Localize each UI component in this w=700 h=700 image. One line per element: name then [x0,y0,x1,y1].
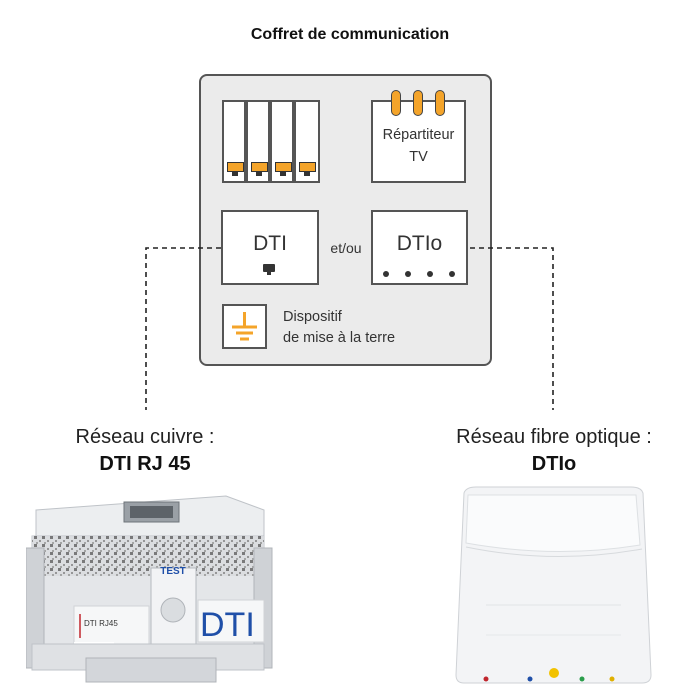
repartiteur-label: Répartiteur TV [371,124,466,168]
coax-connector-icon [435,90,445,116]
rj45-port-icon [275,162,292,176]
yellow-led-icon [609,676,615,682]
model-label: DTI RJ45 [84,619,118,628]
rj45-slot [294,100,320,183]
dti-rj45-product-image: TEST DTI RJ45 legrand DTI [26,495,273,683]
fiber-port-icon [405,271,411,277]
fiber-port-icon [427,271,433,277]
rj45-port-icon [251,162,268,176]
test-label: TEST [160,566,186,577]
dtio-box [371,210,468,285]
dti-big-label: DTI [200,606,255,644]
blue-led-icon [527,676,533,682]
repartiteur-label-line2: TV [409,149,428,165]
fiber-network-title: Réseau fibre optique : [456,426,652,448]
copper-product-name: DTI RJ 45 [99,453,191,475]
fiber-dashed-line [470,247,554,410]
red-led-icon [483,676,489,682]
and-or-label: et/ou [330,240,362,256]
earth-label-line2: de mise à la terre [283,330,396,346]
dtio-product-image [455,486,652,684]
rj45-slot [246,100,270,183]
fiber-port-icon [449,271,455,277]
repartiteur-label-line1: Répartiteur [382,127,455,143]
earth-label: Dispositif de mise à la terre [283,307,395,349]
rj45-slot [270,100,294,183]
fiber-product-name: DTIo [531,453,577,475]
copper-dashed-line [145,247,221,410]
dtio-label: DTIo [396,232,443,255]
diagram-title: Coffret de communication [250,26,450,43]
rj45-socket-icon [263,264,275,275]
fiber-port-icon [383,271,389,277]
rj45-slot [222,100,246,183]
dti-label: DTI [253,232,287,255]
green-led-icon [579,676,585,682]
earth-box [222,304,267,349]
coax-connector-icon [391,90,401,116]
rj45-port-icon [299,162,316,176]
coax-connector-icon [413,90,423,116]
copper-network-title: Réseau cuivre : [75,426,215,448]
rj45-port-icon [227,162,244,176]
laser-warning-icon [549,668,559,678]
earth-ground-icon [232,312,257,341]
earth-label-line1: Dispositif [283,309,342,325]
